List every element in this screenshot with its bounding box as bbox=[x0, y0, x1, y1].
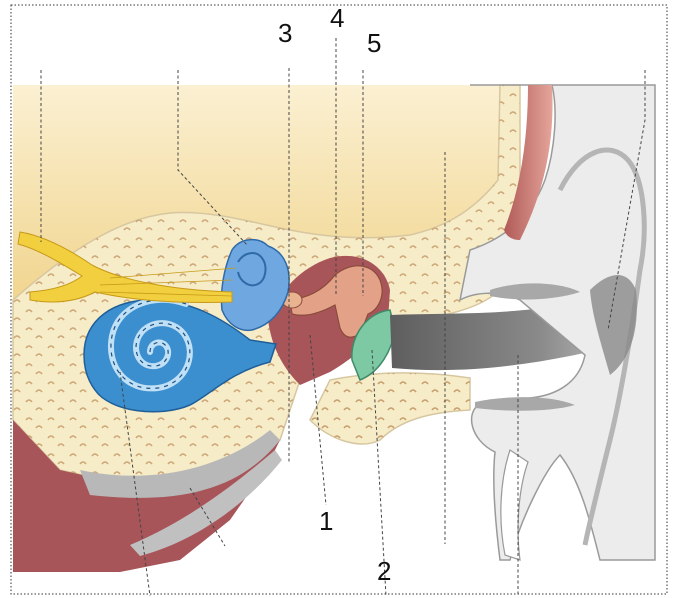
label-number-4: 4 bbox=[330, 3, 344, 33]
lower-bone-texture bbox=[310, 373, 470, 444]
label-number-3: 3 bbox=[278, 18, 292, 48]
label-number-1: 1 bbox=[319, 506, 333, 536]
label-number-5: 5 bbox=[367, 28, 381, 58]
label-number-2: 2 bbox=[377, 556, 391, 586]
